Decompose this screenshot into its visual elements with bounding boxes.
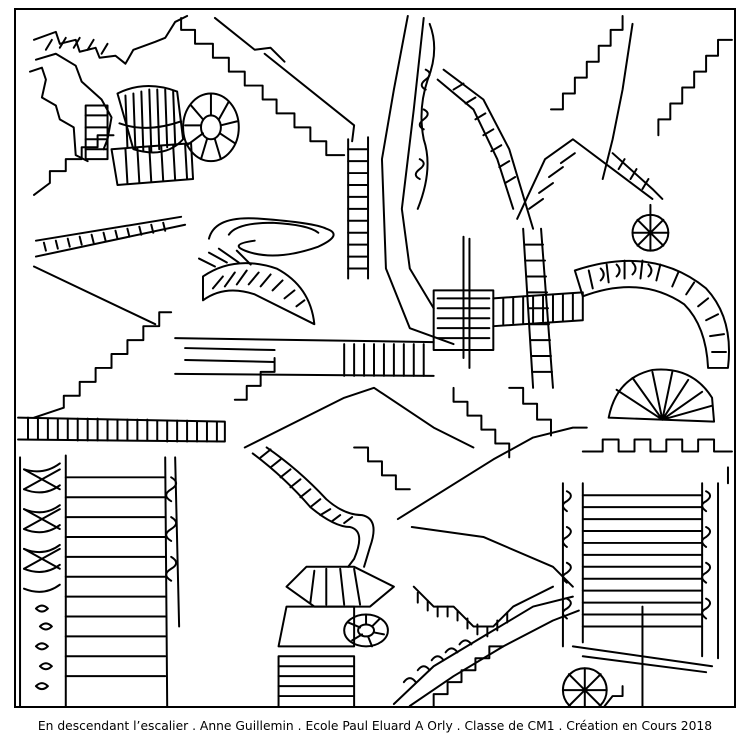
center-bridge — [174, 289, 584, 377]
artwork-caption: En descendant l’escalier . Anne Guillemi… — [37, 719, 713, 733]
artwork-frame — [14, 8, 736, 708]
ribbed-barrel — [110, 85, 195, 186]
diagonal-strips-top — [380, 14, 535, 346]
right-bottom-zigzag — [603, 466, 729, 706]
hanging-wheel-top — [631, 203, 670, 252]
top-right-zigzag — [516, 14, 733, 220]
bottom-left-ladder — [19, 454, 181, 706]
top-left-tower — [28, 14, 189, 196]
staircase-line-drawing — [17, 14, 733, 706]
big-arch-right — [573, 259, 733, 453]
spiral-disc — [182, 92, 240, 163]
ribbed-band-left — [17, 416, 226, 443]
hanging-wheel-bottom — [561, 667, 608, 706]
right-ladder — [561, 482, 720, 674]
vertical-ladder — [347, 136, 370, 280]
bottom-diagonal-stair — [392, 585, 580, 706]
winding-path-bottom — [251, 446, 395, 706]
serpentine-ribbon — [198, 217, 335, 326]
spiral-disc-small — [343, 613, 389, 648]
top-zigzag-stairs — [180, 16, 356, 157]
center-left-staircase — [32, 215, 187, 419]
